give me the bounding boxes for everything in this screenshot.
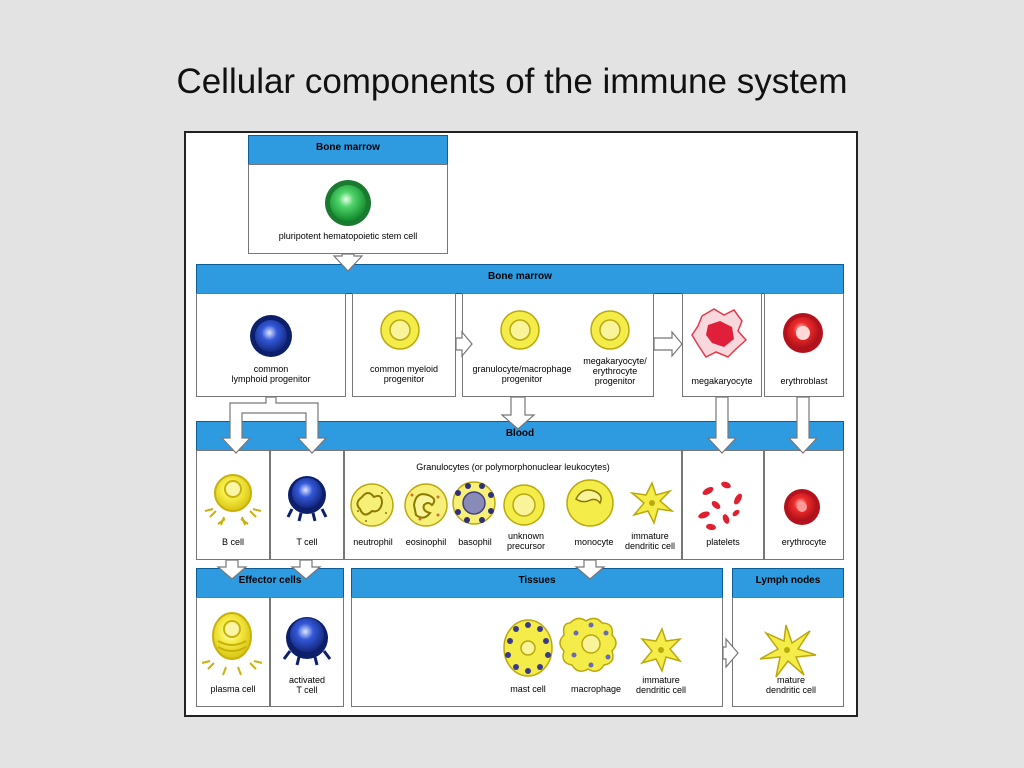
label-granulocyte-macrophage: granulocyte/macrophage progenitor	[472, 364, 572, 384]
label-granulocytes: Granulocytes (or polymorphonuclear leuko…	[416, 462, 610, 472]
erythrocyte-icon	[784, 489, 820, 525]
activated-t-cell-icon	[282, 617, 332, 666]
label-b-cell: B cell	[221, 537, 244, 547]
t-cell-icon	[286, 476, 328, 522]
header-effector-cells: Effector cells	[196, 568, 344, 598]
mature-dendritic-cell-icon	[759, 624, 817, 678]
label-platelets: platelets	[706, 537, 740, 547]
label-macrophage: macrophage	[570, 684, 622, 694]
label-plasma-cell: plasma cell	[210, 684, 256, 694]
label-common-lymphoid: common lymphoid progenitor	[231, 364, 311, 384]
label-unknown-precursor: unknown precursor	[506, 531, 545, 551]
platelets-box	[682, 450, 764, 560]
immune-cells-diagram: Bone marrow pluripotent hematopoietic st…	[184, 131, 858, 717]
label-activated-t-cell: activated T cell	[288, 675, 326, 695]
slide-title: Cellular components of the immune system	[176, 62, 848, 101]
label-mast-cell: mast cell	[510, 684, 546, 694]
myeloid-progenitor-icon	[380, 310, 420, 350]
label-stem-cell: pluripotent hematopoietic stem cell	[278, 231, 418, 241]
label-neutrophil: neutrophil	[353, 537, 393, 547]
label-erythroblast: erythroblast	[780, 376, 828, 386]
monocyte-icon	[566, 479, 614, 527]
mast-cell-icon	[503, 619, 553, 677]
label-t-cell: T cell	[296, 537, 318, 547]
header-tissues: Tissues	[351, 568, 723, 598]
dendritic-cell-tissue-icon	[639, 627, 683, 674]
label-common-myeloid: common myeloid progenitor	[369, 364, 439, 384]
megakaryocyte-icon	[691, 308, 748, 358]
label-basophil: basophil	[458, 537, 492, 547]
label-megakaryocyte: megakaryocyte	[691, 376, 753, 386]
cells-and-arrows	[201, 180, 823, 678]
dendritic-cell-blood-icon	[629, 481, 675, 526]
neutrophil-icon	[350, 483, 394, 527]
header-bone-marrow: Bone marrow	[196, 264, 844, 294]
label-megakaryocyte-erythrocyte: megakaryocyte/ erythrocyte progenitor	[583, 356, 647, 386]
megakaryocyte-erythrocyte-progenitor-icon	[590, 310, 630, 350]
flow-arrows	[216, 253, 819, 669]
plasma-cell-icon	[201, 612, 263, 676]
label-monocyte: monocyte	[574, 537, 614, 547]
basophil-icon	[452, 481, 496, 525]
stem-cell-icon	[325, 180, 371, 226]
label-erythrocyte: erythrocyte	[781, 537, 827, 547]
lymphoid-progenitor-icon	[250, 315, 292, 357]
label-mature-dendritic: mature dendritic cell	[765, 675, 817, 695]
header-lymph-nodes: Lymph nodes	[732, 568, 844, 598]
label-eosinophil: eosinophil	[405, 537, 447, 547]
label-immature-dendritic-blood: immature dendritic cell	[624, 531, 676, 551]
header-bone-marrow-top: Bone marrow	[248, 135, 448, 165]
erythroblast-icon	[783, 313, 823, 353]
eosinophil-icon	[404, 483, 448, 527]
granulocyte-macrophage-progenitor-icon	[500, 310, 540, 350]
unknown-precursor-icon	[503, 484, 545, 526]
macrophage-icon	[559, 617, 617, 672]
b-cell-icon	[204, 474, 262, 526]
label-immature-dendritic-tissue: immature dendritic cell	[635, 675, 687, 695]
platelets-icon	[698, 481, 742, 531]
